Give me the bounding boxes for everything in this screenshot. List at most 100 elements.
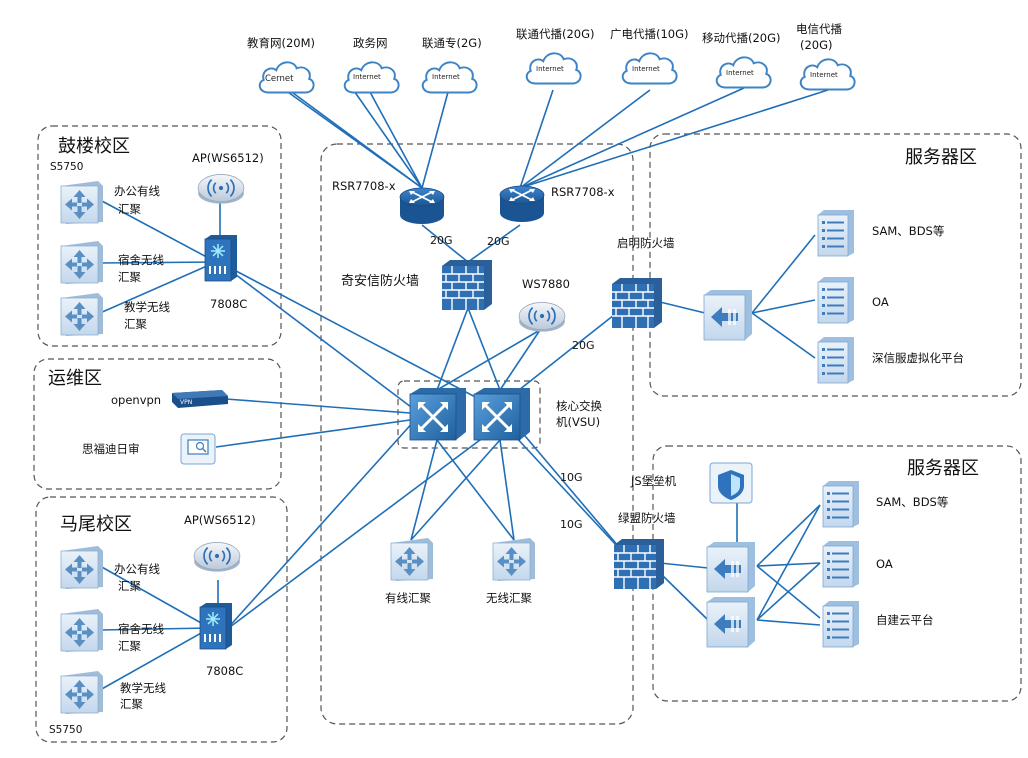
core-switch-a-icon: [408, 386, 468, 442]
qiming-firewall-label: 启明防火墙: [617, 236, 675, 250]
cloud-text: Internet: [810, 71, 838, 79]
bastion-shield-icon: [709, 462, 753, 504]
cloud-label-dianxin-speed: (20G): [800, 38, 833, 52]
openvpn-label: openvpn: [111, 393, 161, 407]
mawei-ap-label: AP(WS6512): [184, 513, 256, 527]
link-20g-right: 20G: [487, 235, 510, 248]
gulou-ap-icon: [197, 173, 245, 205]
yunwei-zone: 运维区 openvpn VPN 思福迪日审: [48, 368, 228, 465]
lvmeng-firewall-icon: [613, 538, 665, 590]
wireless-agg-label: 无线汇聚: [486, 591, 532, 605]
router-left-icon: [399, 187, 445, 225]
bottom-server-cloud-icon: [822, 600, 860, 648]
mawei-dorm-label-2: 汇聚: [118, 639, 141, 653]
audit-device-icon: [180, 433, 216, 465]
mawei-office-label: 办公有线: [114, 562, 160, 576]
mawei-dorm-switch-icon: [60, 608, 104, 653]
cloud-text: Internet: [726, 69, 754, 77]
gulou-dorm-label-2: 汇聚: [118, 270, 141, 284]
bottom-server-sam-icon: [822, 480, 860, 528]
gulou-dorm-label: 宿舍无线: [118, 253, 164, 267]
router-right-label: RSR7708-x: [551, 185, 615, 199]
vpn-badge: VPN: [180, 399, 192, 406]
qianxin-firewall-label: 奇安信防火墙: [341, 273, 419, 289]
mawei-ap-icon: [193, 541, 241, 573]
top-server-oa-icon: [817, 276, 855, 324]
mawei-teach-switch-icon: [60, 670, 104, 715]
top-lb-icon: [703, 289, 753, 341]
cloud-cernet: 教育网(20M) Cernet: [247, 36, 315, 94]
bastion-label: JS堡垒机: [630, 474, 677, 488]
zone-gulou: [37, 125, 282, 347]
bottom-server-oa-icon: [822, 540, 860, 588]
gulou-ap-label: AP(WS6512): [192, 151, 264, 165]
links: [99, 87, 829, 691]
mawei-teach-label: 教学无线: [120, 681, 166, 695]
gulou-teach-label: 教学无线: [124, 300, 170, 314]
ws7880-label: WS7880: [522, 277, 570, 291]
cloud-text: Internet: [632, 65, 660, 73]
zone-server-bottom: [652, 445, 1022, 702]
qiming-firewall-icon: [611, 277, 663, 329]
cloud-liantong-zhuan: 联通专(2G) Internet: [421, 36, 482, 94]
gulou-dorm-switch-icon: [60, 240, 104, 285]
link-20g-qiming: 20G: [572, 339, 595, 352]
bottom-server-sam-label: SAM、BDS等: [876, 495, 948, 509]
bottom-lb-b-icon: [706, 596, 756, 648]
zone-title-server-bottom: 服务器区: [907, 458, 979, 479]
wireless-agg-switch-icon: [492, 537, 536, 582]
top-server-sangfor-label: 深信服虚拟化平台: [872, 351, 964, 365]
wired-agg-label: 有线汇聚: [385, 591, 431, 605]
gulou-campus: 鼓楼校区 S5750 AP(WS6512) 办公有线 汇聚 宿舍无线 汇聚 教学…: [50, 136, 264, 337]
internet-row: 教育网(20M) Cernet 政务网 Internet 联通专(2G) Int…: [247, 22, 856, 94]
gulou-teach-switch-icon: [60, 292, 104, 337]
cloud-label-dianxin: 电信代播: [796, 22, 842, 36]
zone-server-top: [649, 133, 1022, 397]
mawei-teach-label-2: 汇聚: [120, 697, 143, 711]
zone-center: [320, 143, 634, 725]
cloud-yidong: 移动代播(20G) Internet: [702, 31, 781, 89]
cloud-label-jiaoyu: 教育网(20M): [247, 36, 315, 50]
cloud-text: Internet: [353, 73, 381, 81]
top-server-sam-icon: [817, 209, 855, 257]
mawei-core-label: 7808C: [206, 664, 243, 678]
zone-mawei: [35, 496, 288, 743]
wired-agg-switch-icon: [390, 537, 434, 582]
gulou-core-switch-icon: [204, 234, 238, 282]
core-switch-label-2: 机(VSU): [556, 415, 600, 429]
gulou-core-label: 7808C: [210, 297, 247, 311]
cloud-zhengwu: 政务网 Internet: [343, 36, 400, 94]
cloud-label-yidong: 移动代播(20G): [702, 31, 781, 45]
lvmeng-firewall-label: 绿盟防火墙: [618, 511, 676, 525]
gulou-office-switch-icon: [60, 180, 104, 225]
zone-yunwei: [33, 358, 282, 490]
top-server-sangfor-icon: [817, 336, 855, 384]
top-server-oa-label: OA: [872, 295, 889, 309]
zone-title-mawei: 马尾校区: [60, 514, 132, 535]
zone-title-yunwei: 运维区: [48, 368, 102, 389]
mawei-core-switch-icon: [199, 602, 233, 650]
mawei-office-switch-icon: [60, 545, 104, 590]
cloud-guangdian: 广电代播(10G) Internet: [610, 27, 689, 85]
link-10g-a: 10G: [560, 471, 583, 484]
gulou-s5750-label: S5750: [50, 161, 83, 173]
mawei-dorm-label: 宿舍无线: [118, 622, 164, 636]
router-right-icon: [499, 185, 545, 223]
link-10g-b: 10G: [560, 518, 583, 531]
right-side: 启明防火墙 20G 10G 10G JS堡垒机 绿盟防火墙 服务器区 SAM、B…: [560, 147, 979, 648]
zone-title-server-top: 服务器区: [905, 147, 977, 168]
gulou-office-label: 办公有线: [114, 184, 160, 198]
gulou-office-label-2: 汇聚: [118, 202, 141, 216]
top-server-sam-label: SAM、BDS等: [872, 224, 944, 238]
mawei-s5750-label: S5750: [49, 724, 82, 736]
core-switch-label: 核心交换: [556, 399, 602, 413]
cloud-text: Cernet: [265, 74, 294, 84]
link-20g-left: 20G: [430, 234, 453, 247]
mawei-office-label-2: 汇聚: [118, 579, 141, 593]
mawei-campus: 马尾校区 AP(WS6512) 办公有线 汇聚 宿舍无线 汇聚 教学无线 汇聚 …: [49, 513, 256, 736]
zone-core-vsu: [397, 380, 541, 449]
cloud-label-liantong: 联通专(2G): [422, 36, 482, 50]
zone-title-gulou: 鼓楼校区: [58, 136, 130, 157]
cloud-liantong-daibo: 联通代播(20G) Internet: [516, 27, 595, 85]
